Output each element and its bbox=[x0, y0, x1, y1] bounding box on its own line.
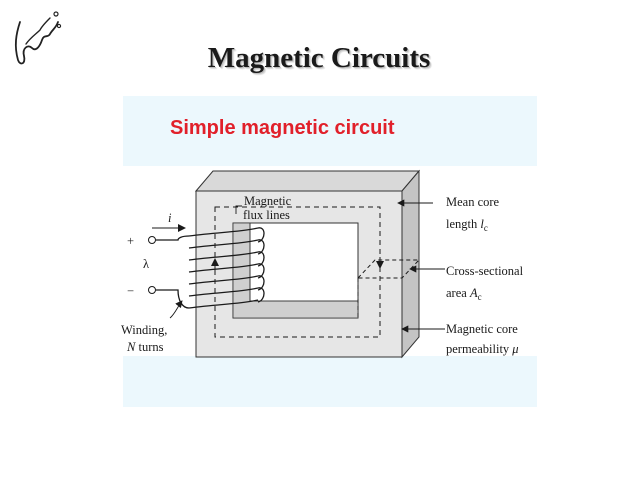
current-label: i bbox=[168, 211, 172, 225]
core-top-face bbox=[194, 170, 421, 192]
flux-path bbox=[214, 206, 381, 338]
terminal-plus bbox=[148, 236, 156, 244]
cross-section-label-1: Cross-sectional bbox=[446, 264, 524, 278]
permeability-label-2: permeability μ bbox=[446, 342, 519, 356]
minus-label: − bbox=[127, 284, 134, 298]
core-front-face bbox=[195, 190, 403, 358]
cross-section bbox=[356, 259, 421, 279]
flux-lines-label-1: Magnetic bbox=[244, 194, 292, 208]
flux-lines-label-2: flux lines bbox=[243, 208, 290, 222]
plus-label: + bbox=[127, 234, 134, 248]
winding-label-1: Winding, bbox=[121, 323, 167, 337]
core-window-inner bbox=[232, 222, 359, 319]
winding-label-2: N turns bbox=[126, 340, 164, 354]
slide-title: Magnetic Circuits bbox=[207, 42, 431, 74]
signature-logo bbox=[14, 11, 62, 65]
cross-section-label-2: area Ac bbox=[446, 286, 482, 302]
terminal-minus bbox=[148, 286, 156, 294]
mean-core-label-1: Mean core bbox=[446, 195, 500, 209]
figure-header: Simple magnetic circuit bbox=[170, 117, 395, 139]
mean-core-label-2: length lc bbox=[446, 217, 488, 233]
lambda-label: λ bbox=[143, 257, 149, 271]
permeability-label-1: Magnetic core bbox=[446, 322, 518, 336]
